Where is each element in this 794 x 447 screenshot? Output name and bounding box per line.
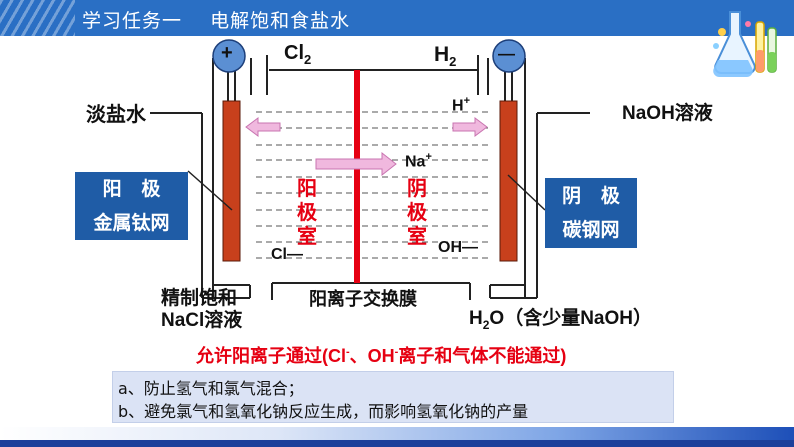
cl2-label: Cl2 — [284, 42, 312, 67]
na-plus-arrow — [315, 151, 397, 177]
minus-sign: — — [498, 44, 515, 63]
membrane-label: 阳离子交换膜 — [309, 289, 417, 309]
header-title: 学习任务一 电解饱和食盐水 — [82, 10, 351, 32]
anode-material: 金属钛网 — [93, 212, 170, 234]
h-plus-arrow-right — [452, 117, 488, 137]
cathode-label-box: 阴 极 碳钢网 — [545, 178, 637, 248]
anode-title: 阳 极 — [102, 178, 161, 200]
negative-terminal — [492, 39, 526, 73]
anode-label-box: 阳 极 金属钛网 — [75, 172, 188, 240]
lab-flask-icon — [713, 11, 777, 77]
brine-feed-label: 精制饱和 NaCl溶液 — [161, 288, 243, 331]
dilute-brine-label: 淡盐水 — [86, 104, 146, 126]
note-a: a、防止氢气和氯气混合； — [118, 379, 304, 398]
h2-label: H2 — [434, 43, 457, 70]
note-b: b、避免氯气和氢氧化钠反应生成，而影响氢氧化钠的产量 — [118, 402, 529, 421]
cation-exchange-membrane — [354, 70, 360, 283]
naoh-solution-label: NaOH溶液 — [622, 103, 713, 124]
cathode-material: 碳钢网 — [562, 219, 620, 241]
plus-sign: + — [221, 42, 233, 64]
h-plus-arrow-left — [245, 117, 281, 137]
cathode-chamber-label: 阴 极 室 — [407, 176, 427, 248]
header-stripes — [0, 0, 75, 36]
anode-electrode — [222, 100, 241, 262]
anode-chamber-label: 阳 极 室 — [297, 176, 317, 248]
notes-panel — [112, 371, 674, 423]
oh-minus-label: OH— — [438, 239, 478, 256]
footer-bar — [0, 440, 794, 447]
positive-terminal — [212, 39, 246, 73]
h-plus-label: H+ — [452, 95, 470, 115]
na-plus-label: Na+ — [405, 151, 432, 171]
cathode-title: 阴 极 — [562, 185, 620, 207]
cl-minus-label: Cl— — [271, 246, 303, 263]
electrolyte-dashes — [256, 111, 488, 259]
header-bar — [0, 0, 794, 36]
cathode-electrode — [499, 100, 518, 262]
water-feed-label: H2O（含少量NaOH） — [469, 308, 652, 332]
allow-cations-text: 允许阳离子通过(Cl-、OH-离子和气体不能通过) — [196, 346, 567, 366]
